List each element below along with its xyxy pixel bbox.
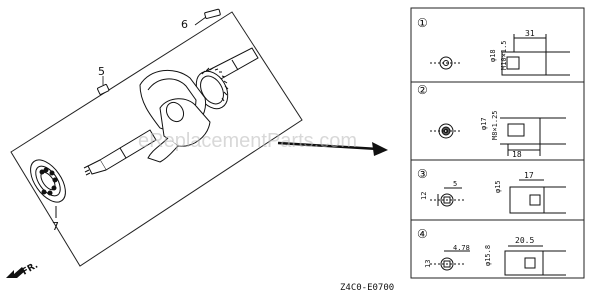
arrow-right-icon xyxy=(277,141,388,156)
dim-key-width-3: 5 xyxy=(453,180,457,188)
option-section-1: ① φ18 M10×1.5 31 xyxy=(417,16,570,76)
dim-thread-1: M10×1.5 xyxy=(500,40,508,70)
dim-key-height-4: 13 xyxy=(424,260,432,268)
woodruff-key-5 xyxy=(97,76,110,95)
front-direction-label: FR. xyxy=(21,261,40,278)
drawing-code: Z4C0-E0700 xyxy=(340,283,394,293)
section-number-1: ① xyxy=(417,16,428,30)
option-section-3: ③ 12 5 φ15 17 xyxy=(417,167,566,214)
section-number-2: ② xyxy=(417,83,428,97)
section-number-3: ③ xyxy=(417,167,428,181)
dim-length-3: 17 xyxy=(524,171,534,180)
exploded-view-panel: 6 5 xyxy=(6,8,303,278)
dim-diameter-4: φ15.8 xyxy=(484,245,492,266)
dim-length-1: 31 xyxy=(525,29,535,38)
section-number-4: ④ xyxy=(417,227,428,241)
shaft-end-view-4 xyxy=(430,245,566,276)
dim-diameter-2: φ17 xyxy=(480,117,488,130)
callout-6: 6 xyxy=(181,18,188,31)
dim-length-4: 20.5 xyxy=(515,236,534,245)
watermark: eReplacementParts.com xyxy=(138,130,357,152)
shaft-options-panel: ① φ18 M10×1.5 31 ② xyxy=(410,7,585,279)
ball-bearing-7 xyxy=(30,159,66,218)
exploded-view-border xyxy=(10,11,303,267)
option-section-2: ② φ17 M8×1.25 18 xyxy=(417,83,566,159)
shaft-end-view-2 xyxy=(430,117,566,156)
callout-5: 5 xyxy=(98,65,105,78)
callout-7: 7 xyxy=(52,220,59,233)
shaft-end-view-3 xyxy=(430,179,566,214)
option-section-4: ④ 13 4.78 φ15.8 20.5 xyxy=(417,227,566,276)
dim-length-2: 18 xyxy=(512,150,522,159)
front-direction-arrow-icon xyxy=(6,267,25,278)
options-panel-border xyxy=(410,7,585,279)
woodruff-key-6 xyxy=(194,8,221,26)
crankshaft-illustration xyxy=(83,47,259,176)
dim-diameter-1: φ18 xyxy=(489,49,497,62)
dim-key-height-3: 12 xyxy=(420,192,428,200)
dim-thread-2: M8×1.25 xyxy=(491,110,499,140)
dim-key-width-4: 4.78 xyxy=(453,244,470,252)
dim-diameter-3: φ15 xyxy=(494,180,502,193)
shaft-end-view-1 xyxy=(430,34,570,76)
